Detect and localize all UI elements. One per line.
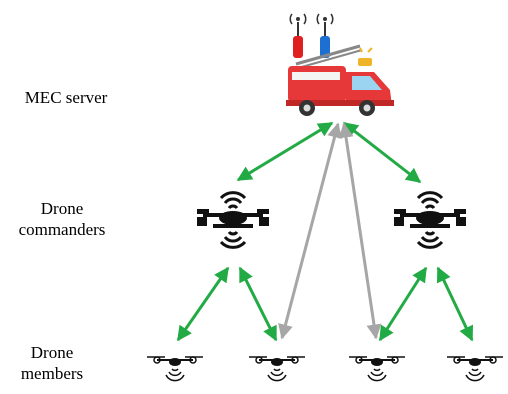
direct-links (278, 122, 382, 340)
link-server-commander-right (342, 121, 422, 184)
link-cmdright-member3 (378, 266, 428, 342)
drone-commanders-label-line1: Drone (40, 199, 84, 218)
drone-members-label-line1: Drone (30, 343, 74, 362)
link-server-commander-left (236, 121, 334, 182)
command-links (176, 121, 474, 342)
link-cmdleft-member1 (176, 266, 230, 342)
drone-commanders-label-line2: commanders (18, 220, 106, 239)
antenna-red-icon (289, 13, 307, 58)
drone-commanders-label: Drone commanders (4, 198, 120, 240)
drone-member-3-icon (348, 356, 406, 382)
drone-members-label: Drone members (4, 342, 100, 384)
antenna-blue-icon (316, 13, 334, 58)
drone-member-1-icon (146, 356, 204, 382)
link-server-member2 (278, 122, 342, 340)
drone-member-2-icon (248, 356, 306, 382)
drone-commander-left-icon (195, 190, 271, 250)
mec-server-label-text: MEC server (24, 88, 108, 107)
drone-members-label-line2: members (20, 364, 84, 383)
mec-server-label: MEC server (8, 87, 124, 108)
mec-server-icon (286, 13, 394, 116)
link-cmdleft-member2 (238, 266, 278, 342)
drone-member-4-icon (446, 356, 504, 382)
link-cmdright-member4 (436, 266, 474, 342)
drone-commander-right-icon (392, 190, 468, 250)
link-server-member3 (338, 122, 382, 340)
